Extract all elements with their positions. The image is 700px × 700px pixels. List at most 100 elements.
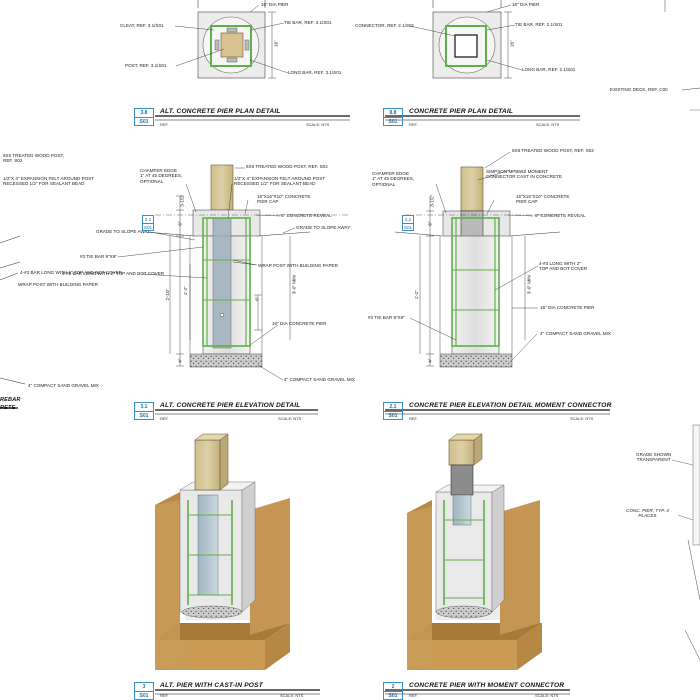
dim-elev-left-4: 2'-10" — [165, 288, 171, 301]
label-post-left: POST, REF. 3.1/S01 — [125, 63, 167, 68]
detail-tag-sheet: S01 — [384, 411, 402, 420]
label-far-left-bar: 4-#3 BAR LONG WITH 2" TOP AND BOT COVER — [20, 270, 123, 275]
title-iso-left: ALT. PIER WITH CAST-IN POST — [160, 682, 263, 689]
detail-tag-3-8: 3.8 S01 — [134, 108, 154, 126]
dim-elev-left-3: 1'-2" — [182, 286, 188, 296]
ref-iso-left: REF. — [160, 693, 169, 698]
dim-elev-right-5: 4" — [427, 358, 433, 363]
title-elev-right: CONCRETE PIER ELEVATION DETAIL MOMENT CO… — [409, 402, 612, 409]
dim-elev-left-6: 6" — [254, 296, 260, 301]
detail-tag-3: 3 S01 — [134, 682, 154, 700]
label-elev-left-wrap-right: WRAP POST WITH BUILDING PAPER — [258, 263, 338, 268]
title-elev-left: ALT. CONCRETE PIER ELEVATION DETAIL — [160, 402, 301, 409]
label-elev-right-chamfer: CHAMFER EDGE 1" AT 45 DEGREES, OPTIONAL — [372, 171, 415, 187]
section-tag-sheet: S01 — [403, 223, 413, 230]
detail-tag-3-1: 3.1 S01 — [134, 402, 154, 420]
label-far-left-gravel: 4" COMPACT SAND GRAVEL MIX — [28, 383, 99, 388]
label-elev-left-post: 6X6 TREATED WOOD POST, REF. S02 — [246, 164, 328, 169]
scale-elev-left: SCALE: NTS — [278, 416, 302, 421]
label-elev-right-pier-cap: 16"X16"X10" CONCRETE PIER CAP — [516, 194, 570, 205]
label-elev-right-dia-pier: 16" DIA CONCRETE PIER — [540, 305, 595, 310]
elevation-left-drawing — [117, 164, 311, 381]
label-long-bar-right: LONG BAR, REF. 2.1/S01 — [522, 67, 576, 72]
dim-elev-left-7: 4" — [177, 358, 183, 363]
scale-iso-right: SCALE: NTS — [535, 693, 559, 698]
detail-tag-sheet: S01 — [135, 117, 153, 126]
label-elev-left-chamfer: CHAMFER EDGE 1" AT 45 DEGREES, OPTIONAL — [140, 168, 183, 184]
dim-plan-left: 16" — [273, 40, 279, 48]
detail-tag-number: 8.8 — [389, 110, 397, 116]
label-dia-pier-right: 16" DIA PIER — [512, 2, 540, 7]
label-far-left-felt: 1/2"X 4" EXPANSION FELT AROUND POST RECE… — [3, 176, 95, 187]
iso-left-drawing — [155, 433, 290, 670]
detail-tag-sheet: S01 — [384, 691, 402, 700]
ref-plan-left: REF. — [160, 122, 169, 127]
plan-right-drawing — [409, 0, 523, 79]
label-elev-left-reveal: 6" CONCRETE REVEAL — [281, 213, 332, 218]
plan-left-drawing — [174, 0, 289, 79]
section-tag-2-2: 2.2 S01 — [402, 215, 414, 231]
detail-tag-number: 3.1 — [140, 404, 148, 410]
dim-elev-left-1: 3-1/2" — [179, 194, 185, 207]
label-elev-left-bar: 4-#3 BAR LONG WITH 2" TOP AND BOT COVER — [62, 271, 165, 276]
ref-iso-right: REF. — [409, 693, 418, 698]
dim-elev-right-3: 1'-2" — [413, 290, 419, 300]
label-far-left-crete: RETE — [0, 405, 16, 411]
label-elev-right-post: 6X6 TREATED WOOD POST, REF. S02 — [512, 148, 594, 153]
dim-elev-left-5: 3'-0" MIN — [291, 275, 297, 295]
label-grade-shown: GRADE SHOWN TRANSPARENT — [636, 452, 672, 463]
detail-tag-number: 2 — [391, 684, 395, 690]
scale-plan-right: SCALE: NTS — [536, 122, 560, 127]
detail-tag-number: 2.1 — [389, 404, 397, 410]
scale-plan-left: SCALE: NTS — [306, 122, 330, 127]
label-elev-left-pier-cap: 16"X16"X10" CONCRETE PIER CAP — [257, 194, 311, 205]
iso-right-drawing — [407, 433, 542, 670]
label-cleat: CLEAT, REF. 3.1/S01 — [120, 23, 164, 28]
section-tag-sheet: S01 — [143, 223, 153, 230]
label-elev-left-dia-pier: 16" DIA CONCRETE PIER — [272, 321, 327, 326]
label-elev-left-gravel: 4" COMPACT SAND GRAVEL MIX — [284, 377, 355, 382]
dim-plan-right: 16" — [509, 40, 515, 48]
detail-tag-sheet: S01 — [135, 691, 153, 700]
label-conc-pier: CONC. PIER, TYP. 4 PLACES — [626, 508, 669, 519]
ref-elev-left: REF. — [160, 416, 169, 421]
label-long-bar-left: LONG BAR, REF. 3.1/S01 — [288, 70, 342, 75]
scale-iso-left: SCALE: NTS — [280, 693, 304, 698]
elevation-right-drawing — [394, 151, 561, 368]
detail-tag-2-1: 2.1 S01 — [383, 402, 403, 420]
title-plan-right: CONCRETE PIER PLAN DETAIL — [409, 108, 514, 115]
detail-tag-sheet: S01 — [135, 411, 153, 420]
label-elev-left-grade-away-right: GRADE TO SLOPE AWAY — [296, 225, 351, 230]
label-elev-right-tie-bar: #3 TIE BAR 9"X9" — [368, 315, 405, 320]
ref-elev-right: REF. — [409, 416, 418, 421]
label-elev-right-simpson: SIMPSON MPB66Z MOMENT CONNECTOR CAST IN … — [486, 169, 562, 180]
title-plan-left: ALT. CONCRETE PIER PLAN DETAIL — [160, 108, 281, 115]
dim-elev-right-4: 3'-0" MIN — [526, 275, 532, 295]
label-existing-deck: EXISTING DECK, REF. C00 — [610, 87, 668, 92]
label-tie-bar-right: TIE BAR, REF. 2.1/S01 — [515, 22, 563, 27]
label-far-left-post: 6X6 TREATED WOOD POST, REF. S02 — [3, 153, 65, 164]
label-connector: CONNECTOR, REF. 2.1/S01 — [355, 23, 415, 28]
label-elev-right-gravel: 4" COMPACT SAND GRAVEL MIX — [540, 331, 611, 336]
section-tag-number: 3.2 — [144, 217, 152, 222]
detail-tag-number: 3 — [142, 684, 146, 690]
label-far-left-wrap: WRAP POST WITH BUILDING PAPER — [18, 282, 98, 287]
ref-plan-right: REF. — [409, 122, 418, 127]
detail-tag-number: 3.8 — [140, 110, 148, 116]
section-tag-3-2: 3.2 S01 — [142, 215, 154, 231]
detail-tag-8-8: 8.8 S01 — [383, 108, 403, 126]
section-tag-number: 2.2 — [404, 217, 412, 222]
label-tie-bar-left: TIE BAR, REF. 3.1/S01 — [284, 20, 332, 25]
label-elev-left-tie-bar: #3 TIE BAR 9"X9" — [80, 254, 117, 259]
dim-elev-left-2: 6" — [177, 221, 183, 226]
label-elev-right-bar: 4-#3 LONG WITH 2" TOP AND BOT COVER — [539, 261, 588, 272]
detail-tag-sheet: S01 — [384, 117, 402, 126]
detail-tag-2: 2 S01 — [383, 682, 403, 700]
label-far-left-rebar: REBAR — [0, 397, 21, 403]
scale-elev-right: SCALE: NTS — [570, 416, 594, 421]
dim-elev-right-2: 6" — [427, 221, 433, 226]
label-elev-right-reveal: 6" CONCRETE REVEAL — [535, 213, 586, 218]
label-elev-left-felt: 1/2"X 4" EXPANSION FELT AROUND POST RECE… — [234, 176, 326, 187]
title-iso-right: CONCRETE PIER WITH MOMENT CONNECTOR — [409, 682, 565, 689]
